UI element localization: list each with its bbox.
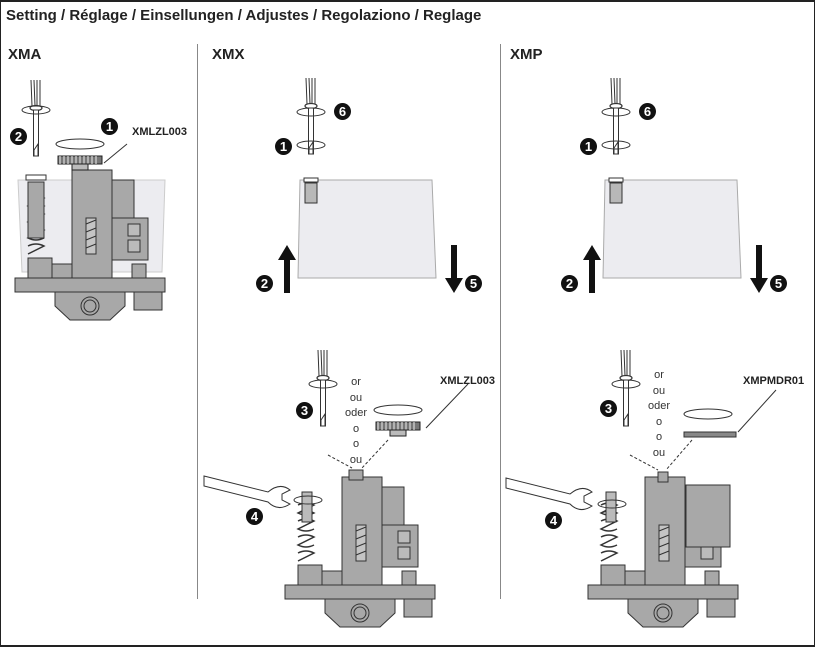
section-title-xmx: XMX [212,46,245,63]
step-badge-2: 2 [10,128,27,145]
step-badge-2: 2 [256,275,273,292]
alt-or: or [654,369,664,381]
step-badge-4: 4 [545,512,562,529]
step-badge-2: 2 [561,275,578,292]
alt-ou: ou [349,453,363,466]
xmx-top-illustration [278,77,463,293]
xmp-bottom-illustration [505,349,777,628]
bottom-border [0,645,815,647]
alternatives-list-xmp: or ou oder o o ou [639,368,679,461]
step-badge-4: 4 [246,508,263,525]
alt-ou: ou [349,391,363,404]
divider-xma-xmx [197,44,198,599]
accessory-label-xmp: XMPMDR01 [743,375,805,387]
accessory-label-xmx: XMLZL003 [440,375,496,387]
alt-o: o [352,438,360,450]
section-title-xma: XMA [8,46,42,63]
step-badge-1: 1 [275,138,292,155]
alt-o: o [655,415,663,428]
step-badge-1: 1 [101,118,118,135]
step-badge-1: 1 [580,138,597,155]
step-badge-3: 3 [296,402,313,419]
step-badge-5: 5 [770,275,787,292]
alt-o: o [655,431,663,443]
step-badge-5: 5 [465,275,482,292]
xmx-bottom-illustration [203,349,469,628]
alternatives-list-xmx: or ou oder o o ou [336,375,376,468]
xma-illustration [14,79,166,321]
page-title: Setting / Réglage / Einsellungen / Adjus… [6,7,482,24]
alt-or: or [351,376,361,388]
alt-oder: oder [344,407,368,419]
divider-xmx-xmp [500,44,501,599]
alt-oder: oder [647,400,671,412]
accessory-label-xma: XMLZL003 [132,126,188,138]
xmp-top-illustration [583,77,768,293]
top-border [0,0,815,2]
alt-o: o [352,422,360,435]
step-badge-6: 6 [334,103,351,120]
alt-ou: ou [652,446,666,459]
section-title-xmp: XMP [510,46,543,63]
alt-ou: ou [652,384,666,397]
step-badge-3: 3 [600,400,617,417]
step-badge-6: 6 [639,103,656,120]
